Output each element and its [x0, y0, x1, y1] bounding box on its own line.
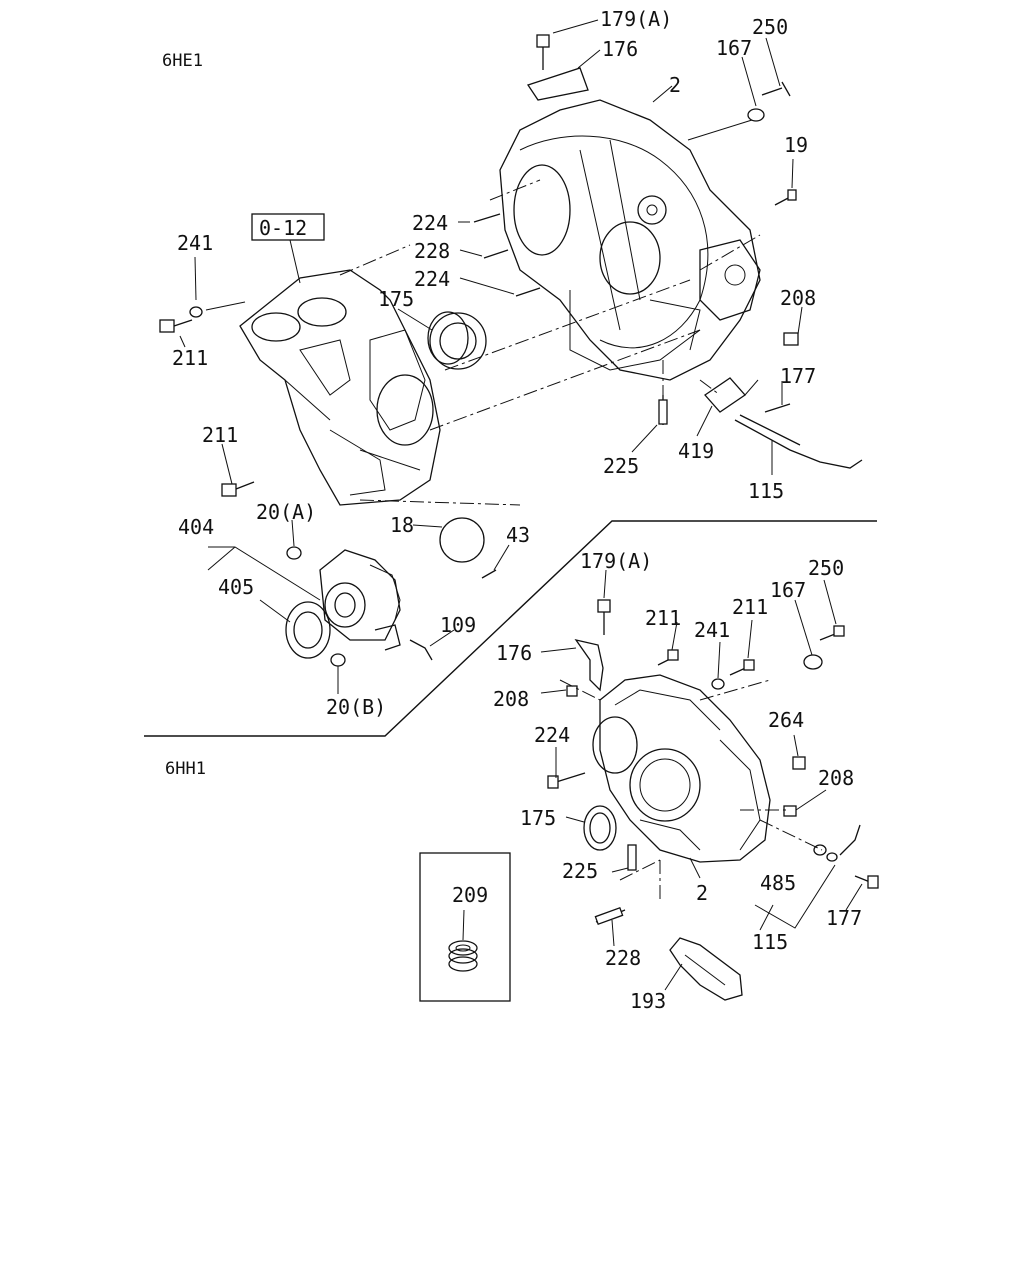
- callout-224-lower[interactable]: 224: [534, 723, 570, 747]
- callout-208a-lower[interactable]: 208: [493, 687, 529, 711]
- callout-225-lower[interactable]: 225: [562, 859, 598, 883]
- callout-167-upper[interactable]: 167: [716, 36, 752, 60]
- callout-177-lower[interactable]: 177: [826, 906, 862, 930]
- callout-228-lower[interactable]: 228: [605, 946, 641, 970]
- callout-2-lower[interactable]: 2: [696, 881, 708, 905]
- callout-264-lower[interactable]: 264: [768, 708, 804, 732]
- inset-box-209: [419, 852, 511, 1002]
- flywheel-housing-6he1: [499, 67, 761, 381]
- callout-211a-lower[interactable]: 211: [645, 606, 681, 630]
- callout-250-lower[interactable]: 250: [808, 556, 844, 580]
- cylinder-block: 0-12: [239, 213, 441, 506]
- callout-241-upper[interactable]: 241: [177, 231, 213, 255]
- leader-lines: [179, 19, 863, 991]
- callout-2-upper[interactable]: 2: [669, 73, 681, 97]
- callout-43-upper[interactable]: 43: [506, 523, 530, 547]
- section-separator: [144, 520, 877, 737]
- callout-405-upper[interactable]: 405: [218, 575, 254, 599]
- callout-20b-upper[interactable]: 20(B): [326, 695, 386, 719]
- callout-179a-upper[interactable]: 179(A): [600, 7, 672, 31]
- callout-224a-upper[interactable]: 224: [412, 211, 448, 235]
- callout-18-upper[interactable]: 18: [390, 513, 414, 537]
- section-label-6he1: 6HE1: [162, 51, 203, 71]
- dashed-guides: [339, 179, 823, 900]
- callout-193-lower[interactable]: 193: [630, 989, 666, 1013]
- ref-box[interactable]: [251, 213, 325, 241]
- callout-208-upper[interactable]: 208: [780, 286, 816, 310]
- lower-hardware: [547, 625, 879, 1001]
- ref-box-label: 0-12: [259, 216, 307, 240]
- callout-labels: 179(A) 176 250 167 2 19 224 228 224 241 …: [172, 7, 862, 1013]
- callout-209-box[interactable]: 209: [452, 883, 488, 907]
- upper-hardware: [159, 34, 863, 497]
- callout-211b-lower[interactable]: 211: [732, 595, 768, 619]
- callout-404-upper[interactable]: 404: [178, 515, 214, 539]
- callout-485-lower[interactable]: 485: [760, 871, 796, 895]
- callout-241-lower[interactable]: 241: [694, 618, 730, 642]
- callout-109-upper[interactable]: 109: [440, 613, 476, 637]
- callout-20a-upper[interactable]: 20(A): [256, 500, 316, 524]
- callout-175-lower[interactable]: 175: [520, 806, 556, 830]
- callout-211b-upper[interactable]: 211: [202, 423, 238, 447]
- callout-224b-upper[interactable]: 224: [414, 267, 450, 291]
- callout-419-upper[interactable]: 419: [678, 439, 714, 463]
- section-label-6hh1: 6HH1: [165, 759, 206, 779]
- callout-211a-upper[interactable]: 211: [172, 346, 208, 370]
- callout-19-upper[interactable]: 19: [784, 133, 808, 157]
- callout-176-upper[interactable]: 176: [602, 37, 638, 61]
- callout-115-lower[interactable]: 115: [752, 930, 788, 954]
- callout-176-lower[interactable]: 176: [496, 641, 532, 665]
- callout-208b-lower[interactable]: 208: [818, 766, 854, 790]
- callout-250-upper[interactable]: 250: [752, 15, 788, 39]
- flywheel-housing-6hh1: [574, 599, 771, 863]
- pto-gear-assembly: [285, 517, 497, 667]
- callout-177-upper[interactable]: 177: [780, 364, 816, 388]
- callout-228-upper[interactable]: 228: [414, 239, 450, 263]
- callout-225-upper[interactable]: 225: [603, 454, 639, 478]
- callout-167-lower[interactable]: 167: [770, 578, 806, 602]
- callout-175-upper[interactable]: 175: [378, 287, 414, 311]
- callout-115-upper[interactable]: 115: [748, 479, 784, 503]
- callout-179a-lower[interactable]: 179(A): [580, 549, 652, 573]
